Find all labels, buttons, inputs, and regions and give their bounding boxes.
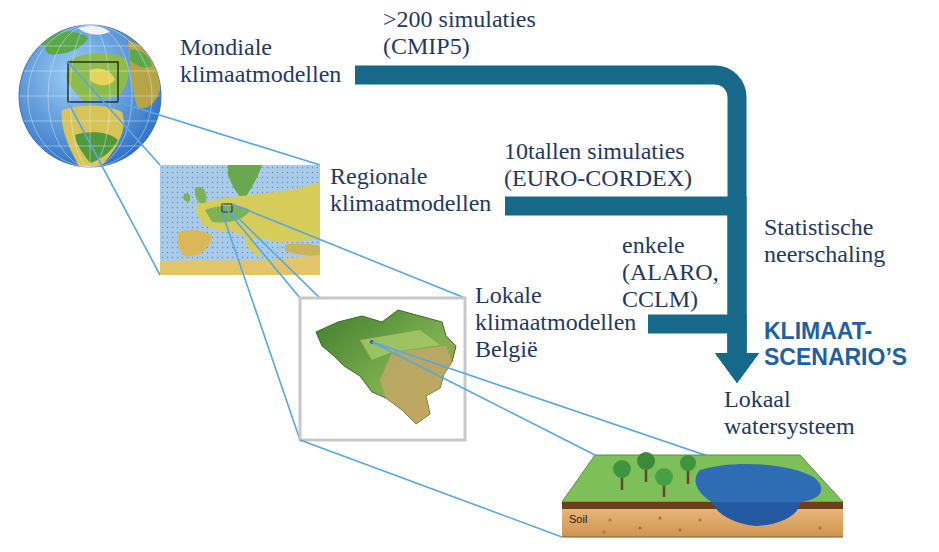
model-node: Lokaal watersysteem bbox=[560, 386, 874, 540]
arrow-label: 10tallen simulaties (EURO-CORDEX) bbox=[504, 138, 716, 192]
zoom-lines bbox=[68, 62, 320, 275]
land bbox=[244, 234, 262, 256]
parallel bbox=[40, 146, 141, 147]
node-label: Mondiale klimaatmodellen bbox=[180, 34, 352, 88]
result-heading: KLIMAAT- SCENARIO’S bbox=[764, 318, 922, 370]
graticule bbox=[19, 25, 161, 167]
arrow-label: >200 simulaties (CMIP5) bbox=[383, 6, 558, 60]
zoom-line bbox=[118, 102, 320, 165]
water-system-illustration bbox=[562, 452, 843, 537]
tree-crown bbox=[655, 468, 673, 486]
label-anchor: >200 simulaties (CMIP5) bbox=[383, 6, 558, 60]
grain bbox=[659, 517, 662, 520]
label-anchor: 10tallen simulaties (EURO-CORDEX) bbox=[504, 138, 716, 192]
zoom-line bbox=[300, 440, 562, 537]
continent bbox=[75, 132, 118, 163]
land bbox=[195, 187, 207, 203]
zoom-frame bbox=[68, 62, 118, 102]
block-edge bbox=[562, 537, 843, 538]
node-label: Lokaal watersysteem bbox=[724, 386, 874, 440]
land bbox=[183, 193, 190, 202]
zoom-line bbox=[222, 212, 300, 440]
node-label: Lokale klimaatmodellen België bbox=[475, 282, 645, 363]
zoom-line bbox=[68, 62, 160, 165]
model-node: Mondiale klimaatmodellen bbox=[18, 24, 352, 168]
land bbox=[177, 230, 212, 256]
label-anchor: Statistische neerschaling bbox=[764, 214, 914, 268]
label-anchor: KLIMAAT- SCENARIO’S bbox=[764, 318, 922, 370]
groundwater bbox=[712, 502, 800, 526]
grain bbox=[609, 519, 612, 522]
flow-arrow bbox=[648, 324, 737, 353]
zoom-line bbox=[222, 204, 300, 298]
grain bbox=[603, 531, 606, 534]
grain bbox=[639, 527, 642, 530]
soil-layer bbox=[562, 509, 843, 537]
continent bbox=[40, 32, 88, 55]
grain bbox=[819, 527, 822, 530]
parallel bbox=[40, 46, 141, 47]
layer-label: Soil bbox=[569, 513, 609, 526]
label-anchor: Soil bbox=[569, 513, 609, 526]
model-node: Regionale klimaatmodellen bbox=[160, 163, 502, 275]
trees bbox=[613, 452, 696, 497]
globe-ocean bbox=[19, 25, 161, 167]
model-node: Lokale klimaatmodellen België bbox=[300, 282, 645, 440]
annotation: Statistische neerschaling bbox=[764, 214, 914, 268]
map-frame bbox=[300, 298, 465, 440]
soil-grains bbox=[603, 517, 822, 534]
node-label: Regionale klimaatmodellen bbox=[330, 163, 502, 217]
grass-surface bbox=[562, 455, 843, 502]
tree-crown bbox=[637, 452, 655, 470]
country-shape bbox=[316, 310, 456, 424]
parallel bbox=[19, 96, 161, 97]
zoom-line bbox=[232, 204, 465, 298]
zoom-line bbox=[68, 102, 160, 275]
land bbox=[196, 182, 320, 242]
parallel bbox=[24, 71, 157, 72]
tree-crown bbox=[680, 455, 696, 471]
zoom-lines bbox=[300, 342, 843, 537]
tree-crown bbox=[613, 460, 631, 478]
arrow-label: enkele (ALARO, CCLM) bbox=[622, 232, 722, 313]
zoom-line bbox=[232, 212, 465, 440]
grain bbox=[679, 529, 682, 532]
globe bbox=[19, 25, 162, 168]
zoom-lines bbox=[222, 204, 465, 440]
pond bbox=[696, 464, 822, 502]
continent bbox=[128, 40, 162, 108]
topsoil bbox=[562, 502, 843, 509]
parallel bbox=[24, 121, 157, 122]
globe-land bbox=[40, 26, 162, 168]
belgium-map bbox=[300, 298, 465, 440]
grain bbox=[699, 519, 702, 522]
land bbox=[285, 243, 320, 256]
continent bbox=[130, 50, 152, 68]
label-anchor: enkele (ALARO, CCLM) bbox=[622, 232, 722, 313]
